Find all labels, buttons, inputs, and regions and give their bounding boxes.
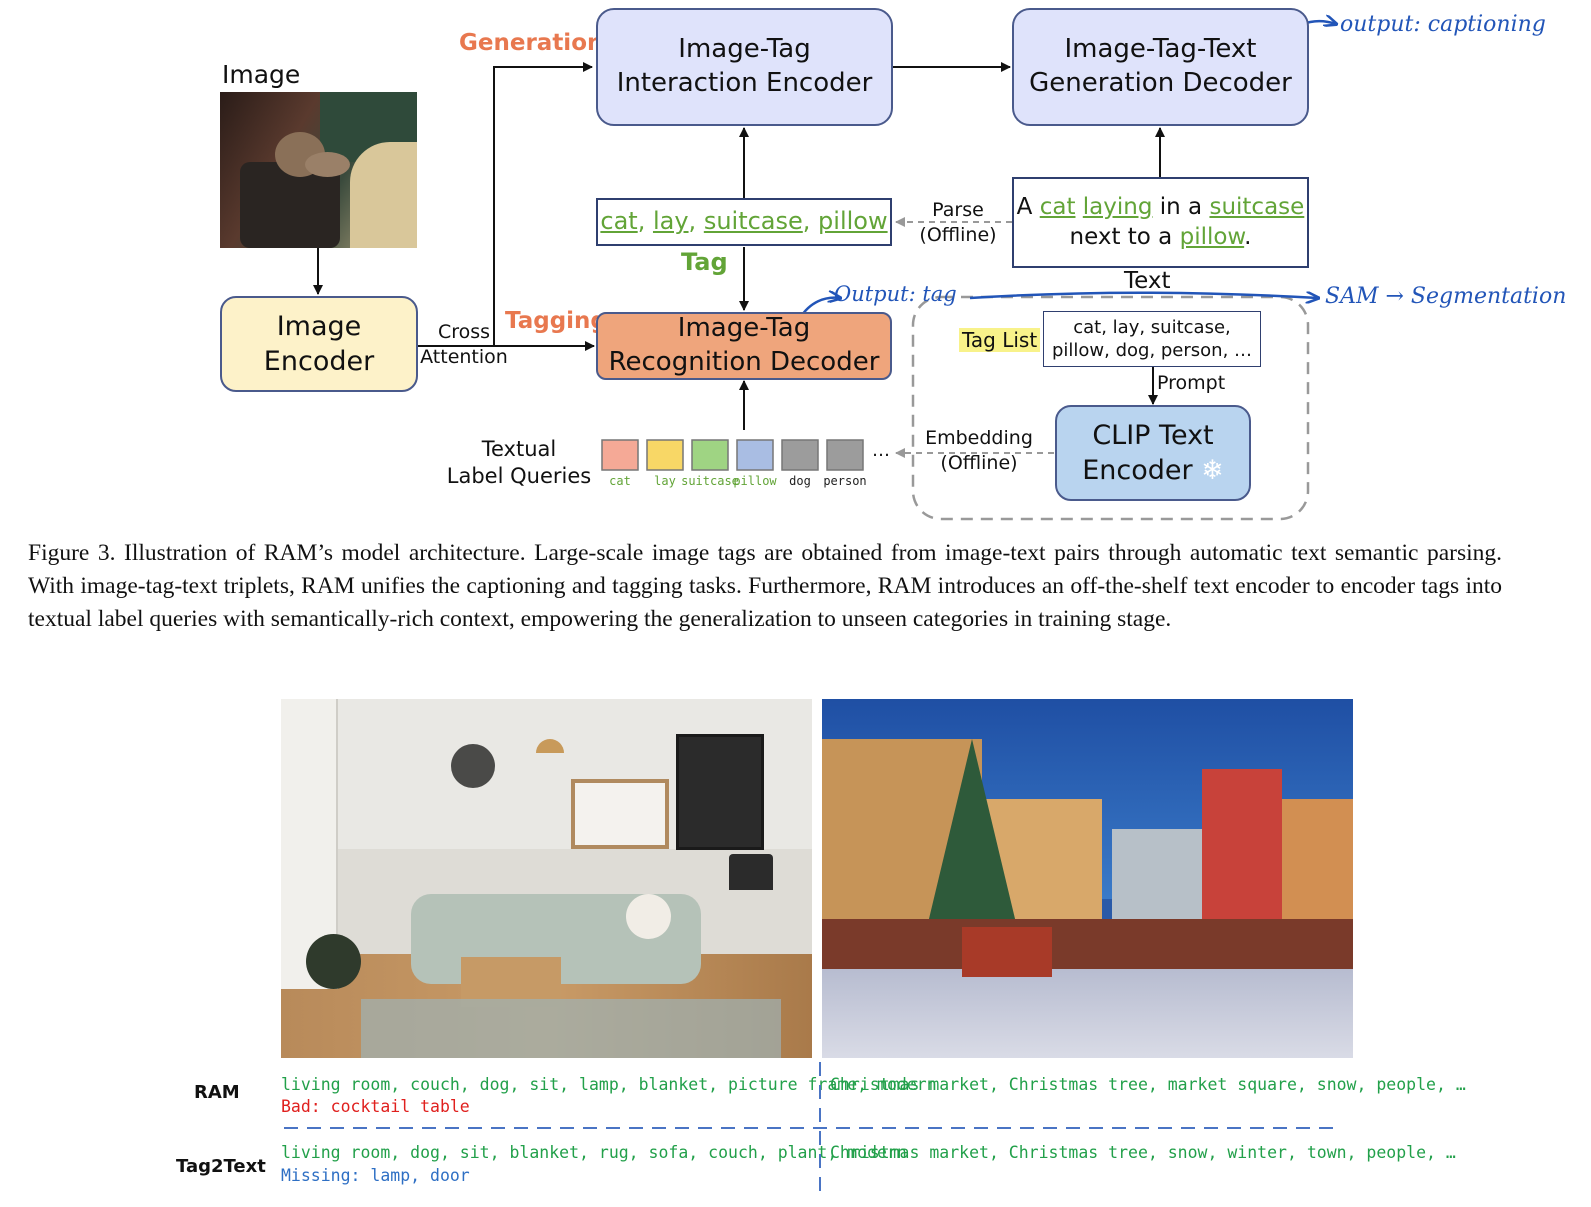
t2t-left-missing: Missing: lamp, door <box>281 1166 470 1185</box>
tagging-label: Tagging <box>505 308 607 334</box>
tags-list: cat, lay, suitcase, pillow <box>600 206 887 237</box>
parse-label: Parse(Offline) <box>919 199 997 246</box>
tag-item: pillow <box>818 207 888 236</box>
annot-tag: Output: tag <box>834 282 957 306</box>
ram-label: RAM <box>194 1082 240 1103</box>
t2t-left-tags: living room, dog, sit, blanket, rug, sof… <box>281 1143 907 1162</box>
image-label: Image <box>222 60 301 89</box>
queries-ellipsis: … <box>872 440 890 461</box>
annot-sam-arrow <box>969 293 1318 298</box>
tag-list-box: cat, lay, suitcase,pillow, dog, person, … <box>1043 311 1261 367</box>
query-label: person <box>823 474 867 488</box>
living-room-photo <box>281 699 812 1058</box>
annot-sam: SAM → Segmentation <box>1325 284 1567 309</box>
snowflake-icon: ❄ <box>1201 455 1224 486</box>
tag-separator: , <box>802 207 819 236</box>
tag-separator: , <box>688 207 704 236</box>
tag-item: cat <box>600 207 638 236</box>
query-square <box>736 439 774 471</box>
query-square <box>781 439 819 471</box>
query-square <box>691 439 729 471</box>
tag-item: suitcase <box>703 207 803 236</box>
figure-caption: Figure 3. Illustration of RAM’s model ar… <box>28 540 1502 632</box>
text-box: A cat laying in a suitcase next to a pil… <box>1012 177 1309 268</box>
ram-left-bad: Bad: cocktail table <box>281 1097 470 1116</box>
query-square <box>826 439 864 471</box>
t2t-right-tags: Christmas market, Christmas tree, snow, … <box>830 1143 1456 1162</box>
ram-left-tags: living room, couch, dog, sit, lamp, blan… <box>281 1075 937 1094</box>
query-label: dog <box>789 474 811 488</box>
cat-image <box>220 92 417 248</box>
label-query-squares <box>601 439 864 471</box>
query-label: lay <box>654 474 676 488</box>
query-square <box>646 439 684 471</box>
query-square <box>601 439 639 471</box>
tag2text-label: Tag2Text <box>176 1156 266 1177</box>
query-label: suitcase <box>681 474 739 488</box>
caption-sentence: A cat laying in a suitcase next to a pil… <box>1016 193 1305 250</box>
prompt-label: Prompt <box>1157 372 1226 394</box>
tag-list-label: Tag List <box>959 328 1041 352</box>
ram-right-tags: Christmas market, Christmas tree, market… <box>830 1075 1466 1094</box>
tag-separator: , <box>637 207 653 236</box>
tags-box: cat, lay, suitcase, pillow <box>596 198 892 246</box>
text-label: Text <box>1124 268 1171 294</box>
query-label: cat <box>609 474 631 488</box>
embedding-label: Embedding(Offline) <box>925 427 1033 474</box>
offline-group-box <box>911 295 1310 521</box>
arrow-encoder-to-interaction <box>493 62 593 346</box>
generation-label: Generation <box>459 30 604 56</box>
comparison-dividers <box>284 1062 1340 1200</box>
tag-item: lay <box>652 207 689 236</box>
annot-captioning: output: captioning <box>1340 12 1546 37</box>
query-label: pillow <box>733 474 777 488</box>
tag-label: Tag <box>681 248 728 276</box>
christmas-market-photo <box>822 699 1353 1058</box>
